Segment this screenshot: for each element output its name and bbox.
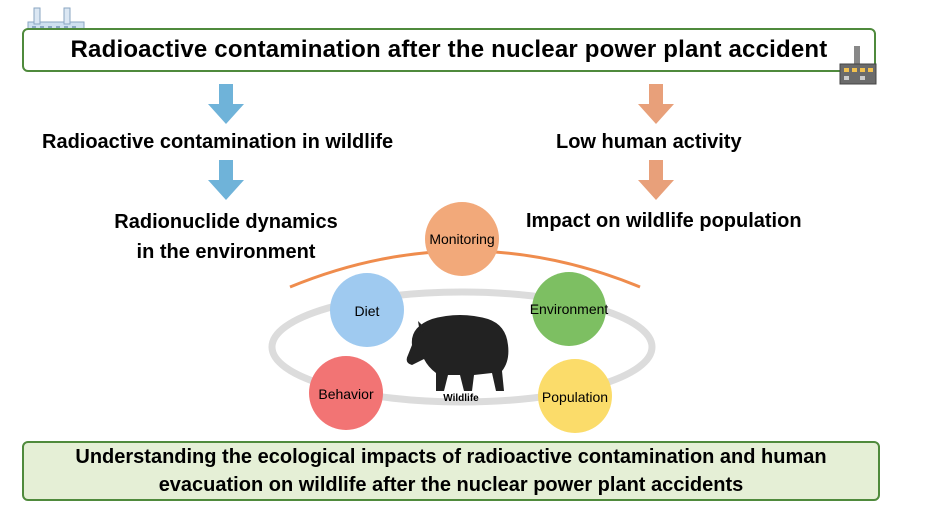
wildlife-label: Wildlife (443, 393, 479, 404)
behavior-label: Behavior (318, 386, 374, 402)
diet-label: Diet (355, 303, 380, 319)
wildlife-cycle-diagram: Monitoring Diet Environment Behavior Pop… (268, 202, 656, 433)
conclusion-box: Understanding the ecological impacts of … (22, 441, 880, 501)
right-step1-label: Low human activity (556, 131, 742, 153)
population-circle (538, 359, 612, 433)
left-step1-label: Radioactive contamination in wildlife (42, 131, 394, 153)
boar-icon (406, 315, 509, 391)
title-box: Radioactive contamination after the nucl… (22, 28, 876, 72)
monitoring-circle (425, 202, 499, 276)
title-text: Radioactive contamination after the nucl… (70, 36, 828, 63)
conclusion-line2: evacuation on wildlife after the nuclear… (158, 474, 744, 496)
right-step2-label: Impact on wildlife population (526, 210, 802, 232)
conclusion-line1: Understanding the ecological impacts of … (75, 446, 827, 468)
population-label: Population (542, 389, 608, 405)
conclusion-text: Understanding the ecological impacts of … (75, 443, 826, 499)
left-step2-line2: in the environment (136, 241, 316, 263)
environment-label: Environment (530, 301, 609, 317)
left-step2-label: Radionuclide dynamics in the environment (96, 207, 356, 267)
monitoring-label: Monitoring (429, 231, 494, 247)
damaged-plant-icon (839, 46, 877, 85)
arrow-left-1 (208, 84, 244, 124)
ring-ellipse (268, 288, 656, 406)
behavior-circle (309, 356, 383, 430)
arrow-right-2 (638, 160, 674, 200)
arrow-right-1 (638, 84, 674, 124)
environment-circle (532, 272, 606, 346)
left-step2-line1: Radionuclide dynamics (114, 211, 338, 233)
arrow-left-2 (208, 160, 244, 200)
diet-circle (330, 273, 404, 347)
